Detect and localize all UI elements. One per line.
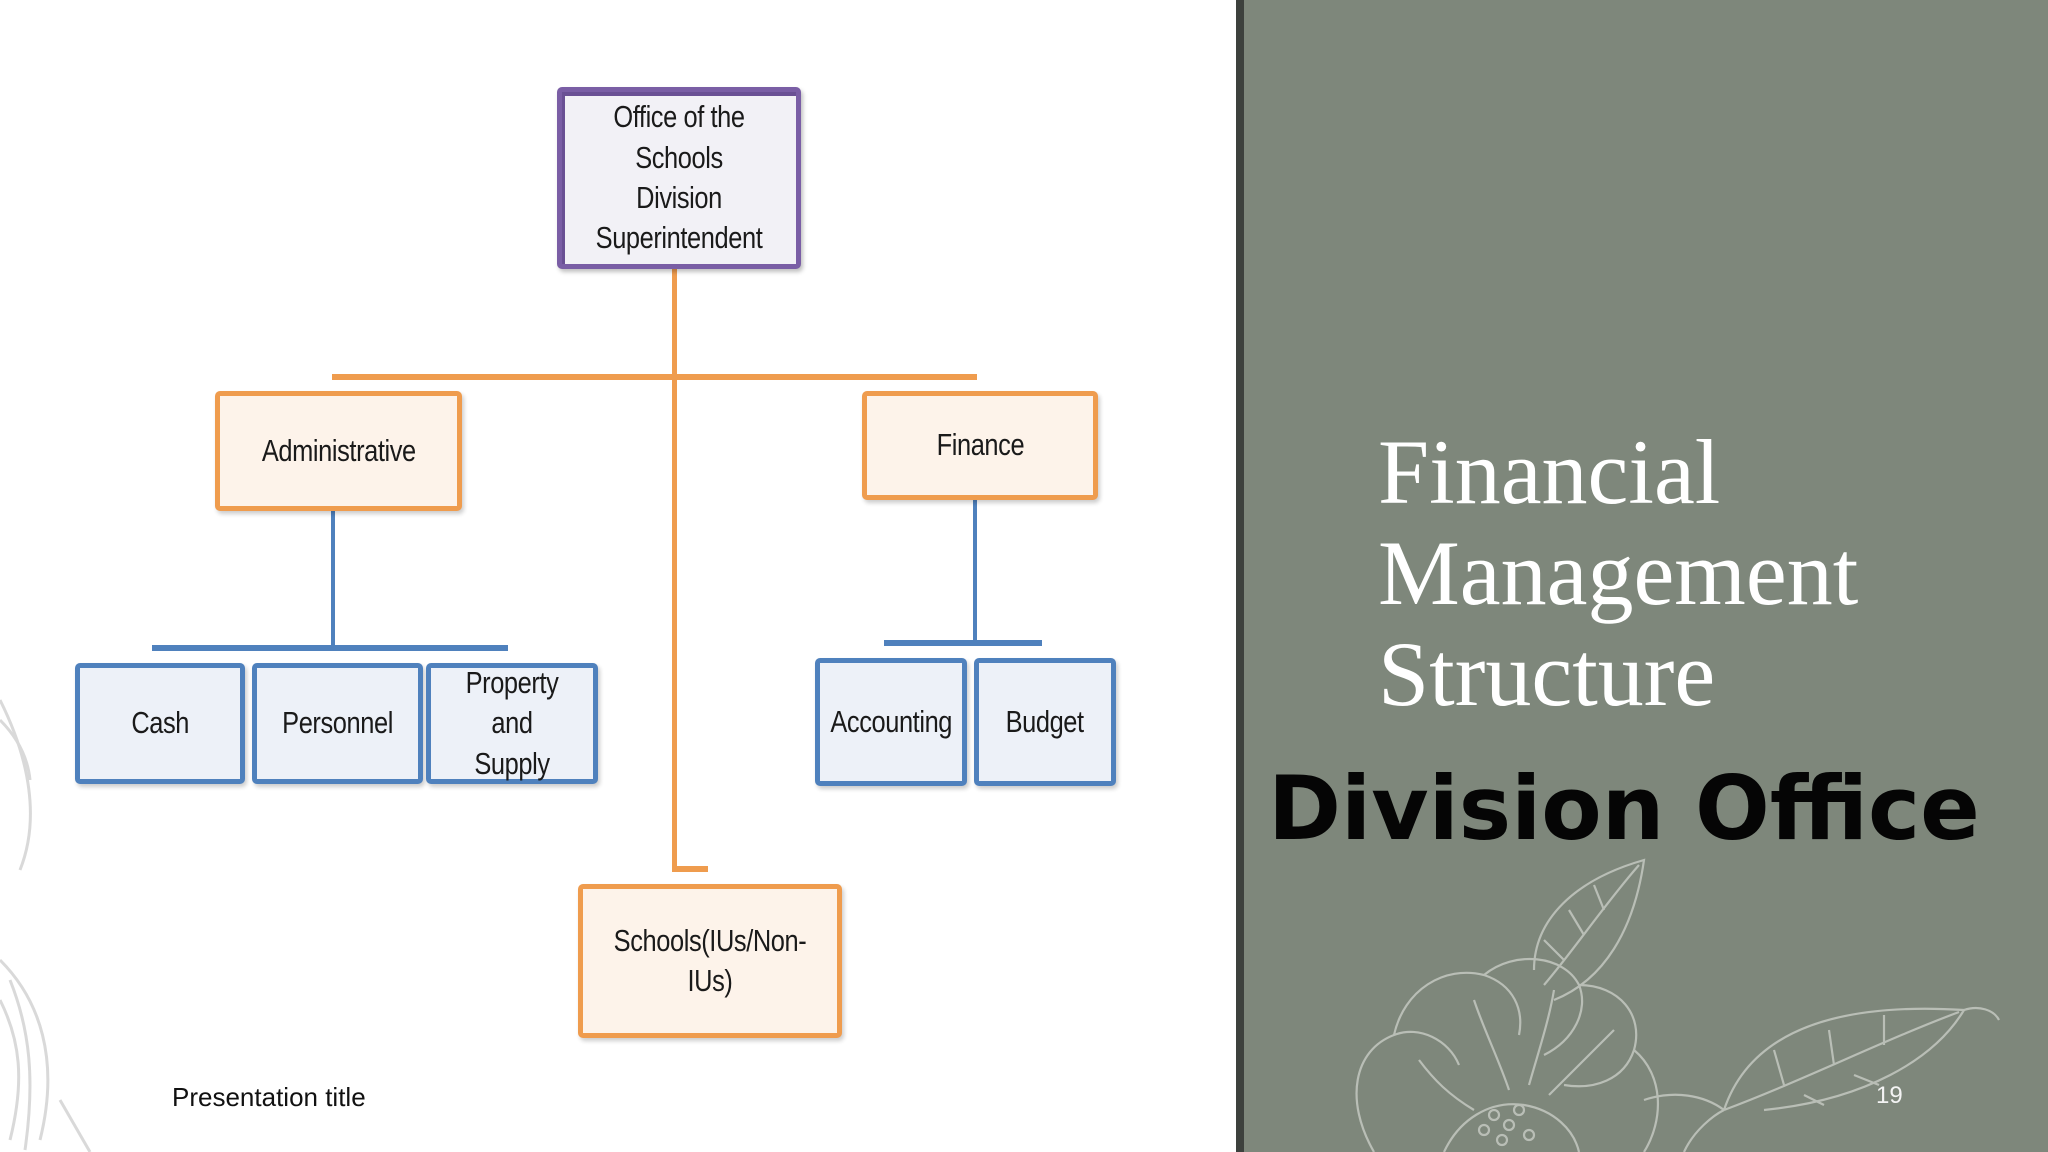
panel-divider [1236, 0, 1244, 1152]
node-property-supply: Property and Supply [426, 663, 598, 784]
node-finance-label: Finance [936, 427, 1024, 463]
connector-root-down [672, 268, 677, 872]
node-budget: Budget [974, 658, 1116, 786]
node-accounting: Accounting [815, 658, 967, 786]
slide-title: Financial Management Structure [1378, 421, 1859, 725]
node-cash-label: Cash [131, 705, 189, 741]
node-superintendent: Office of the Schools Division Superinte… [557, 87, 801, 269]
node-superintendent-label: Office of the Schools Division Superinte… [595, 99, 763, 256]
connector-finance-down [973, 498, 977, 644]
node-accounting-label: Accounting [830, 703, 952, 739]
node-administrative-label: Administrative [261, 432, 416, 468]
node-budget-label: Budget [1005, 703, 1085, 739]
node-finance: Finance [862, 391, 1098, 500]
footer-presentation-title: Presentation title [172, 1082, 366, 1112]
connector-finance-bar [884, 640, 1042, 646]
node-administrative: Administrative [215, 391, 462, 511]
title-panel: Financial Management Structure Division … [1244, 0, 2048, 1152]
node-schools: Schools(IUs/Non-IUs) [578, 884, 842, 1038]
flower-decoration-icon [1355, 858, 2000, 1152]
node-schools-label: Schools(IUs/Non-IUs) [613, 922, 807, 998]
connector-schools-hook [672, 866, 708, 872]
node-cash: Cash [75, 663, 245, 784]
connector-level1-bar [332, 374, 977, 380]
content-pane: Office of the Schools Division Superinte… [0, 87, 1116, 1152]
node-personnel-label: Personnel [282, 705, 393, 741]
page-number: 19 [1876, 1082, 1903, 1109]
node-personnel: Personnel [252, 663, 423, 784]
connector-admin-down [331, 510, 335, 650]
leaf-decoration-icon [0, 699, 92, 1152]
slide-subtitle: Division Office [1268, 757, 1980, 860]
node-property-supply-label: Property and Supply [465, 665, 559, 781]
connector-admin-bar [152, 645, 508, 651]
